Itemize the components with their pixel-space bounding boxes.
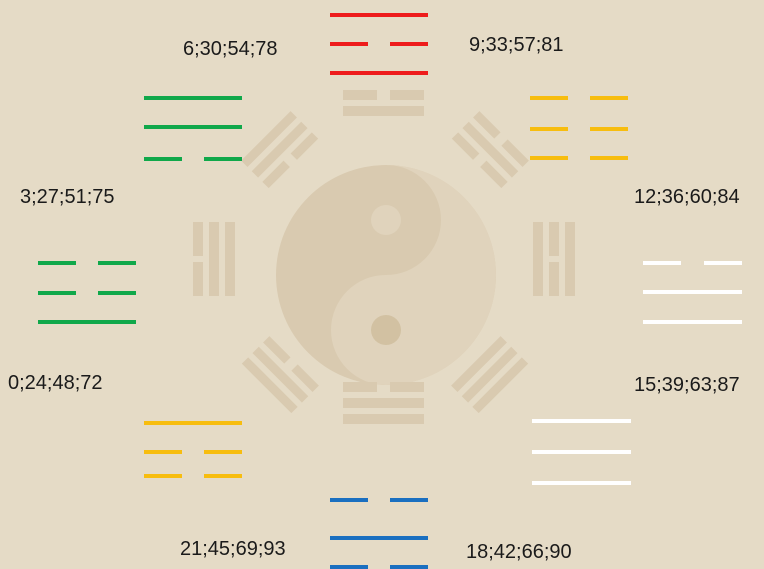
trigram-line-broken <box>390 565 428 569</box>
label-left-upper: 3;27;51;75 <box>20 187 115 207</box>
trigram-line-broken <box>330 565 368 569</box>
trigram-line-broken <box>390 498 428 502</box>
trigram-line-solid <box>330 13 428 17</box>
trigram-line-broken <box>530 96 568 100</box>
trigram-line-broken <box>530 156 568 160</box>
trigram-line-broken <box>144 474 182 478</box>
trigram-line-broken <box>390 42 428 46</box>
trigram-line-broken <box>38 291 76 295</box>
trigram-line-solid <box>330 71 428 75</box>
trigram-line-solid <box>643 320 742 324</box>
trigram-line-solid <box>144 421 242 425</box>
trigram-line-broken <box>330 42 368 46</box>
trigram-line-broken <box>204 157 242 161</box>
trigram-line-broken <box>530 127 568 131</box>
label-bottom-left: 21;45;69;93 <box>180 539 286 559</box>
trigram-line-broken <box>643 261 681 265</box>
trigram-line-broken <box>590 96 628 100</box>
trigram-line-broken <box>144 450 182 454</box>
trigram-line-broken <box>330 498 368 502</box>
label-bottom-right: 18;42;66;90 <box>466 542 572 562</box>
trigram-line-broken <box>98 291 136 295</box>
trigram-line-solid <box>330 536 428 540</box>
trigram-line-broken <box>590 156 628 160</box>
trigram-line-solid <box>144 125 242 129</box>
trigram-line-solid <box>532 450 631 454</box>
trigram-line-broken <box>144 157 182 161</box>
trigram-line-broken <box>204 474 242 478</box>
trigram-line-solid <box>643 290 742 294</box>
label-right-lower: 15;39;63;87 <box>634 375 740 395</box>
trigram-line-solid <box>144 96 242 100</box>
trigram-line-solid <box>532 481 631 485</box>
trigram-line-broken <box>704 261 742 265</box>
trigram-line-solid <box>532 419 631 423</box>
trigram-line-broken <box>38 261 76 265</box>
label-top-left: 6;30;54;78 <box>183 39 278 59</box>
trigram-line-broken <box>590 127 628 131</box>
label-top-right: 9;33;57;81 <box>469 35 564 55</box>
trigram-line-solid <box>38 320 136 324</box>
trigram-line-broken <box>98 261 136 265</box>
label-left-lower: 0;24;48;72 <box>8 373 103 393</box>
trigram-line-broken <box>204 450 242 454</box>
label-right-upper: 12;36;60;84 <box>634 187 740 207</box>
